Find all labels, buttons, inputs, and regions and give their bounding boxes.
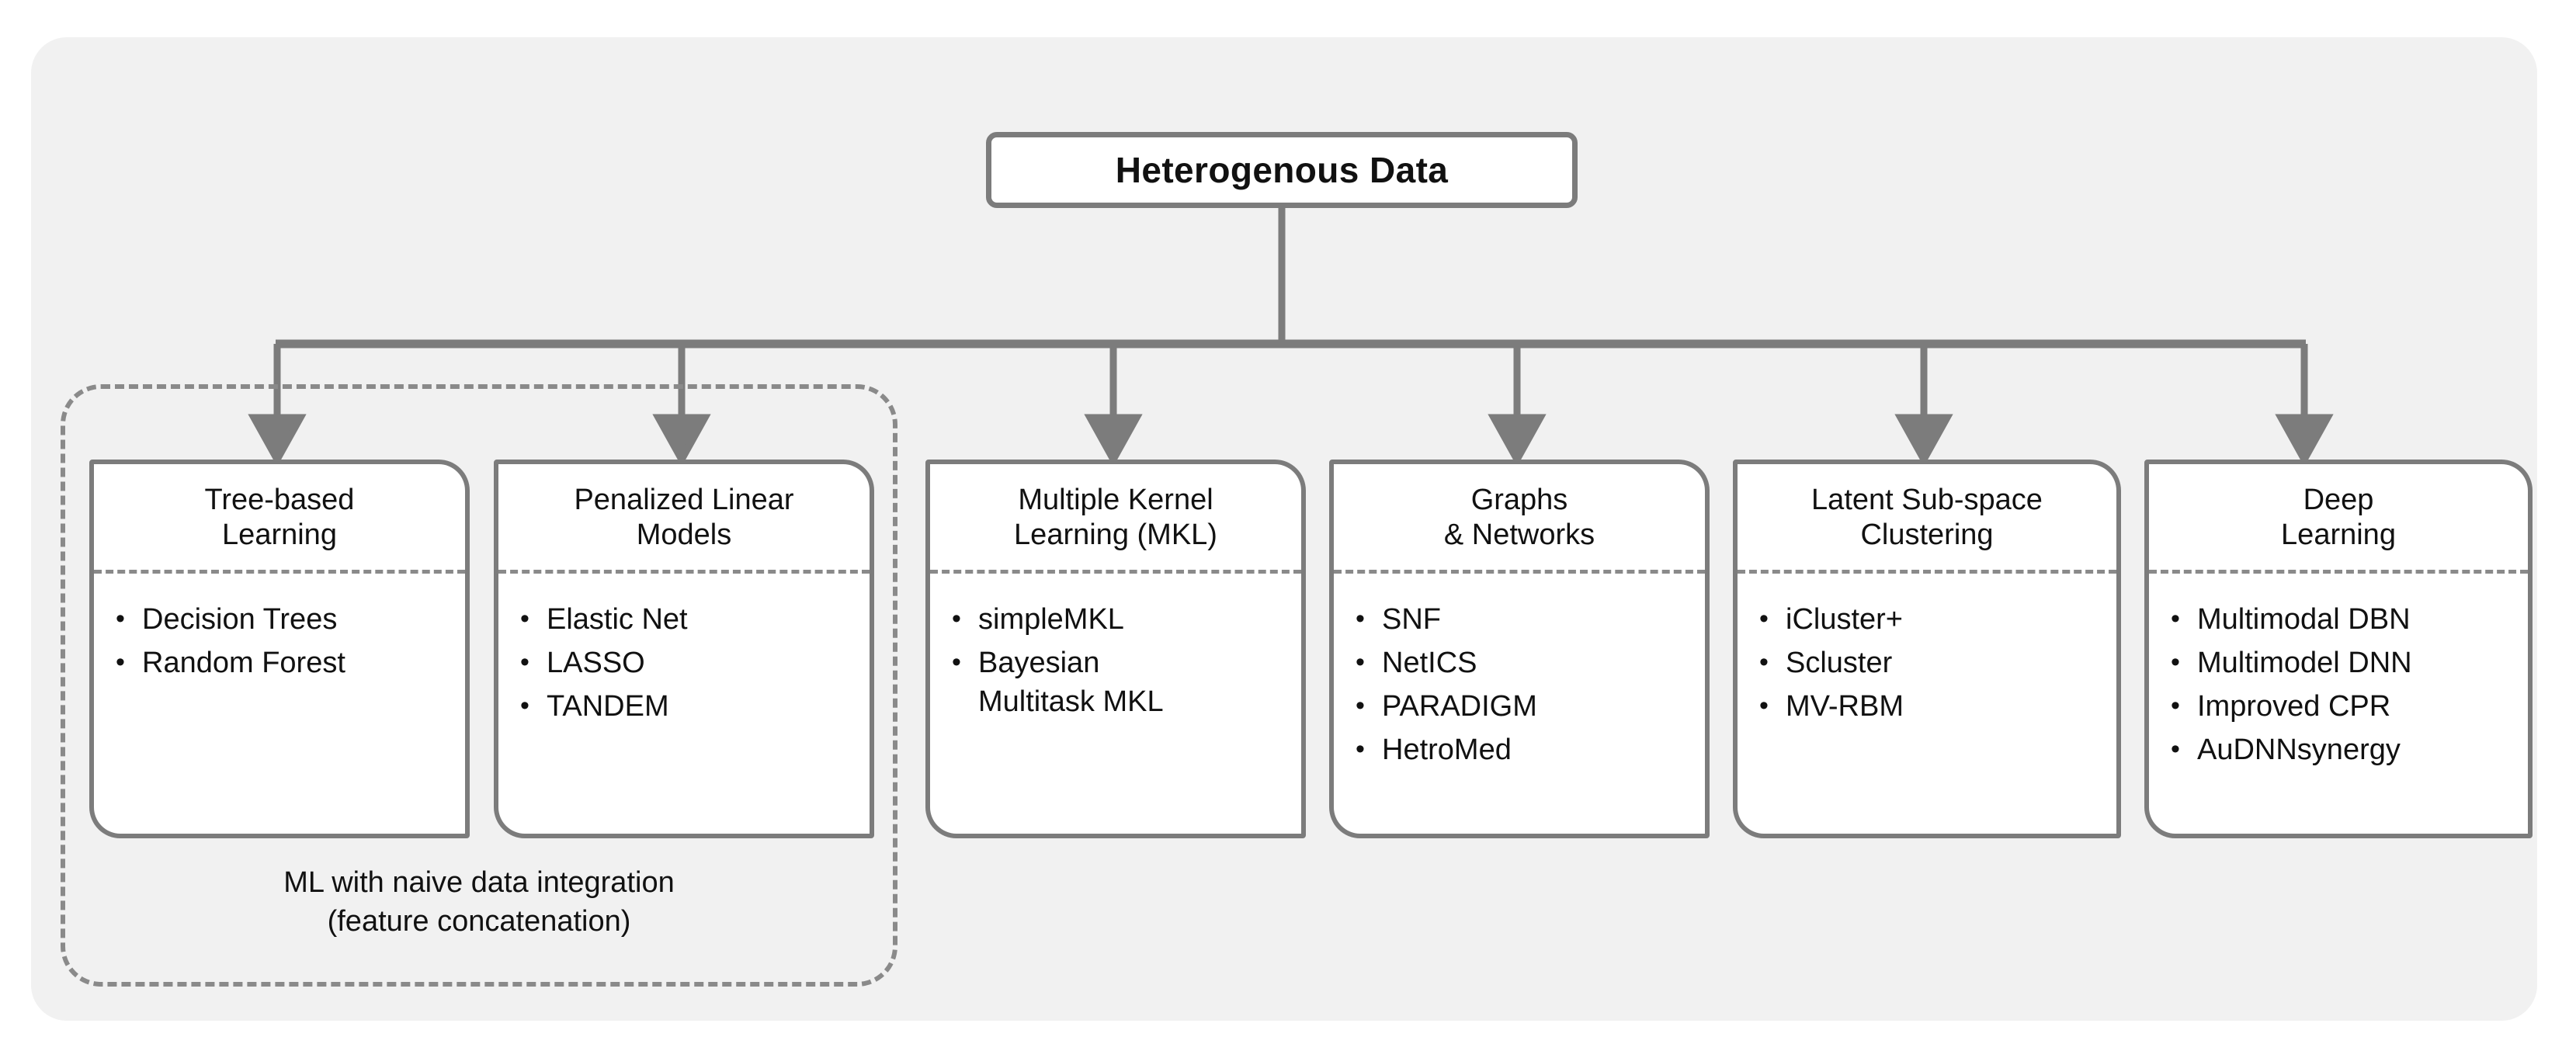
category-card-body: Elastic Net LASSO TANDEM: [498, 574, 870, 834]
list-item: MV-RBM: [1745, 686, 2107, 726]
naive-integration-group-frame: [61, 384, 897, 987]
list-item: Multimodel DNN: [2157, 643, 2519, 682]
category-card-header: Penalized Linear Models: [498, 464, 870, 574]
category-title-line-1: Deep: [2303, 484, 2374, 516]
group-caption-line-1: ML with naive data integration: [283, 866, 675, 899]
category-card-multiple-kernel-learning[interactable]: Multiple Kernel Learning (MKL) simpleMKL…: [925, 460, 1306, 838]
list-item: Elastic Net: [506, 599, 860, 639]
list-item: HetroMed: [1342, 730, 1696, 769]
category-title-line-1: Tree-based: [204, 484, 355, 516]
root-node-label: Heterogenous Data: [1115, 150, 1449, 190]
category-card-body: iCluster+ Scluster MV-RBM: [1738, 574, 2116, 834]
list-item: Random Forest: [102, 643, 456, 682]
list-item-text: Bayesian: [978, 647, 1100, 679]
list-item: LASSO: [506, 643, 860, 682]
category-item-list: Decision Trees Random Forest: [102, 599, 456, 682]
category-title-line-2: & Networks: [1443, 519, 1595, 551]
naive-integration-group-caption: ML with naive data integration (feature …: [61, 863, 897, 941]
category-item-list: Multimodal DBN Multimodel DNN Improved C…: [2157, 599, 2519, 769]
category-item-list: SNF NetICS PARADIGM HetroMed: [1342, 599, 1696, 769]
category-card-latent-subspace-clustering[interactable]: Latent Sub-space Clustering iCluster+ Sc…: [1733, 460, 2121, 838]
category-title-line-1: Multiple Kernel: [1018, 484, 1213, 516]
category-card-body: Decision Trees Random Forest: [94, 574, 465, 834]
list-item: Multimodal DBN: [2157, 599, 2519, 639]
category-item-list: iCluster+ Scluster MV-RBM: [1745, 599, 2107, 726]
list-item: PARADIGM: [1342, 686, 1696, 726]
category-card-header: Graphs & Networks: [1334, 464, 1705, 574]
category-card-graphs-and-networks[interactable]: Graphs & Networks SNF NetICS PARADIGM He…: [1329, 460, 1710, 838]
category-card-header: Multiple Kernel Learning (MKL): [930, 464, 1301, 574]
category-card-body: Multimodal DBN Multimodel DNN Improved C…: [2149, 574, 2528, 834]
category-card-deep-learning[interactable]: Deep Learning Multimodal DBN Multimodel …: [2144, 460, 2533, 838]
list-item: NetICS: [1342, 643, 1696, 682]
list-item: Decision Trees: [102, 599, 456, 639]
category-title-line-2: Models: [636, 519, 732, 551]
category-title-line-2: Learning: [2281, 519, 2396, 551]
category-card-penalized-linear-models[interactable]: Penalized Linear Models Elastic Net LASS…: [494, 460, 874, 838]
category-title-line-2: Learning: [222, 519, 337, 551]
list-item: TANDEM: [506, 686, 860, 726]
category-title-line-1: Penalized Linear: [574, 484, 794, 516]
list-item: iCluster+: [1745, 599, 2107, 639]
category-title-line-1: Latent Sub-space: [1811, 484, 2043, 516]
category-card-header: Deep Learning: [2149, 464, 2528, 574]
category-title-line-2: Clustering: [1860, 519, 1994, 551]
category-card-header: Latent Sub-space Clustering: [1738, 464, 2116, 574]
category-title-line-2: Learning (MKL): [1014, 519, 1217, 551]
list-item: AuDNNsynergy: [2157, 730, 2519, 769]
category-card-tree-based-learning[interactable]: Tree-based Learning Decision Trees Rando…: [89, 460, 470, 838]
category-title-line-1: Graphs: [1470, 484, 1568, 516]
list-item: SNF: [1342, 599, 1696, 639]
category-item-list: Elastic Net LASSO TANDEM: [506, 599, 860, 726]
list-item: Scluster: [1745, 643, 2107, 682]
category-card-body: SNF NetICS PARADIGM HetroMed: [1334, 574, 1705, 834]
root-node-heterogenous-data[interactable]: Heterogenous Data: [986, 132, 1578, 208]
list-item: simpleMKL: [938, 599, 1292, 639]
list-item: Improved CPR: [2157, 686, 2519, 726]
group-caption-line-2: (feature concatenation): [327, 905, 631, 938]
category-card-header: Tree-based Learning: [94, 464, 465, 574]
list-item-continuation: Multitask MKL: [978, 685, 1164, 718]
